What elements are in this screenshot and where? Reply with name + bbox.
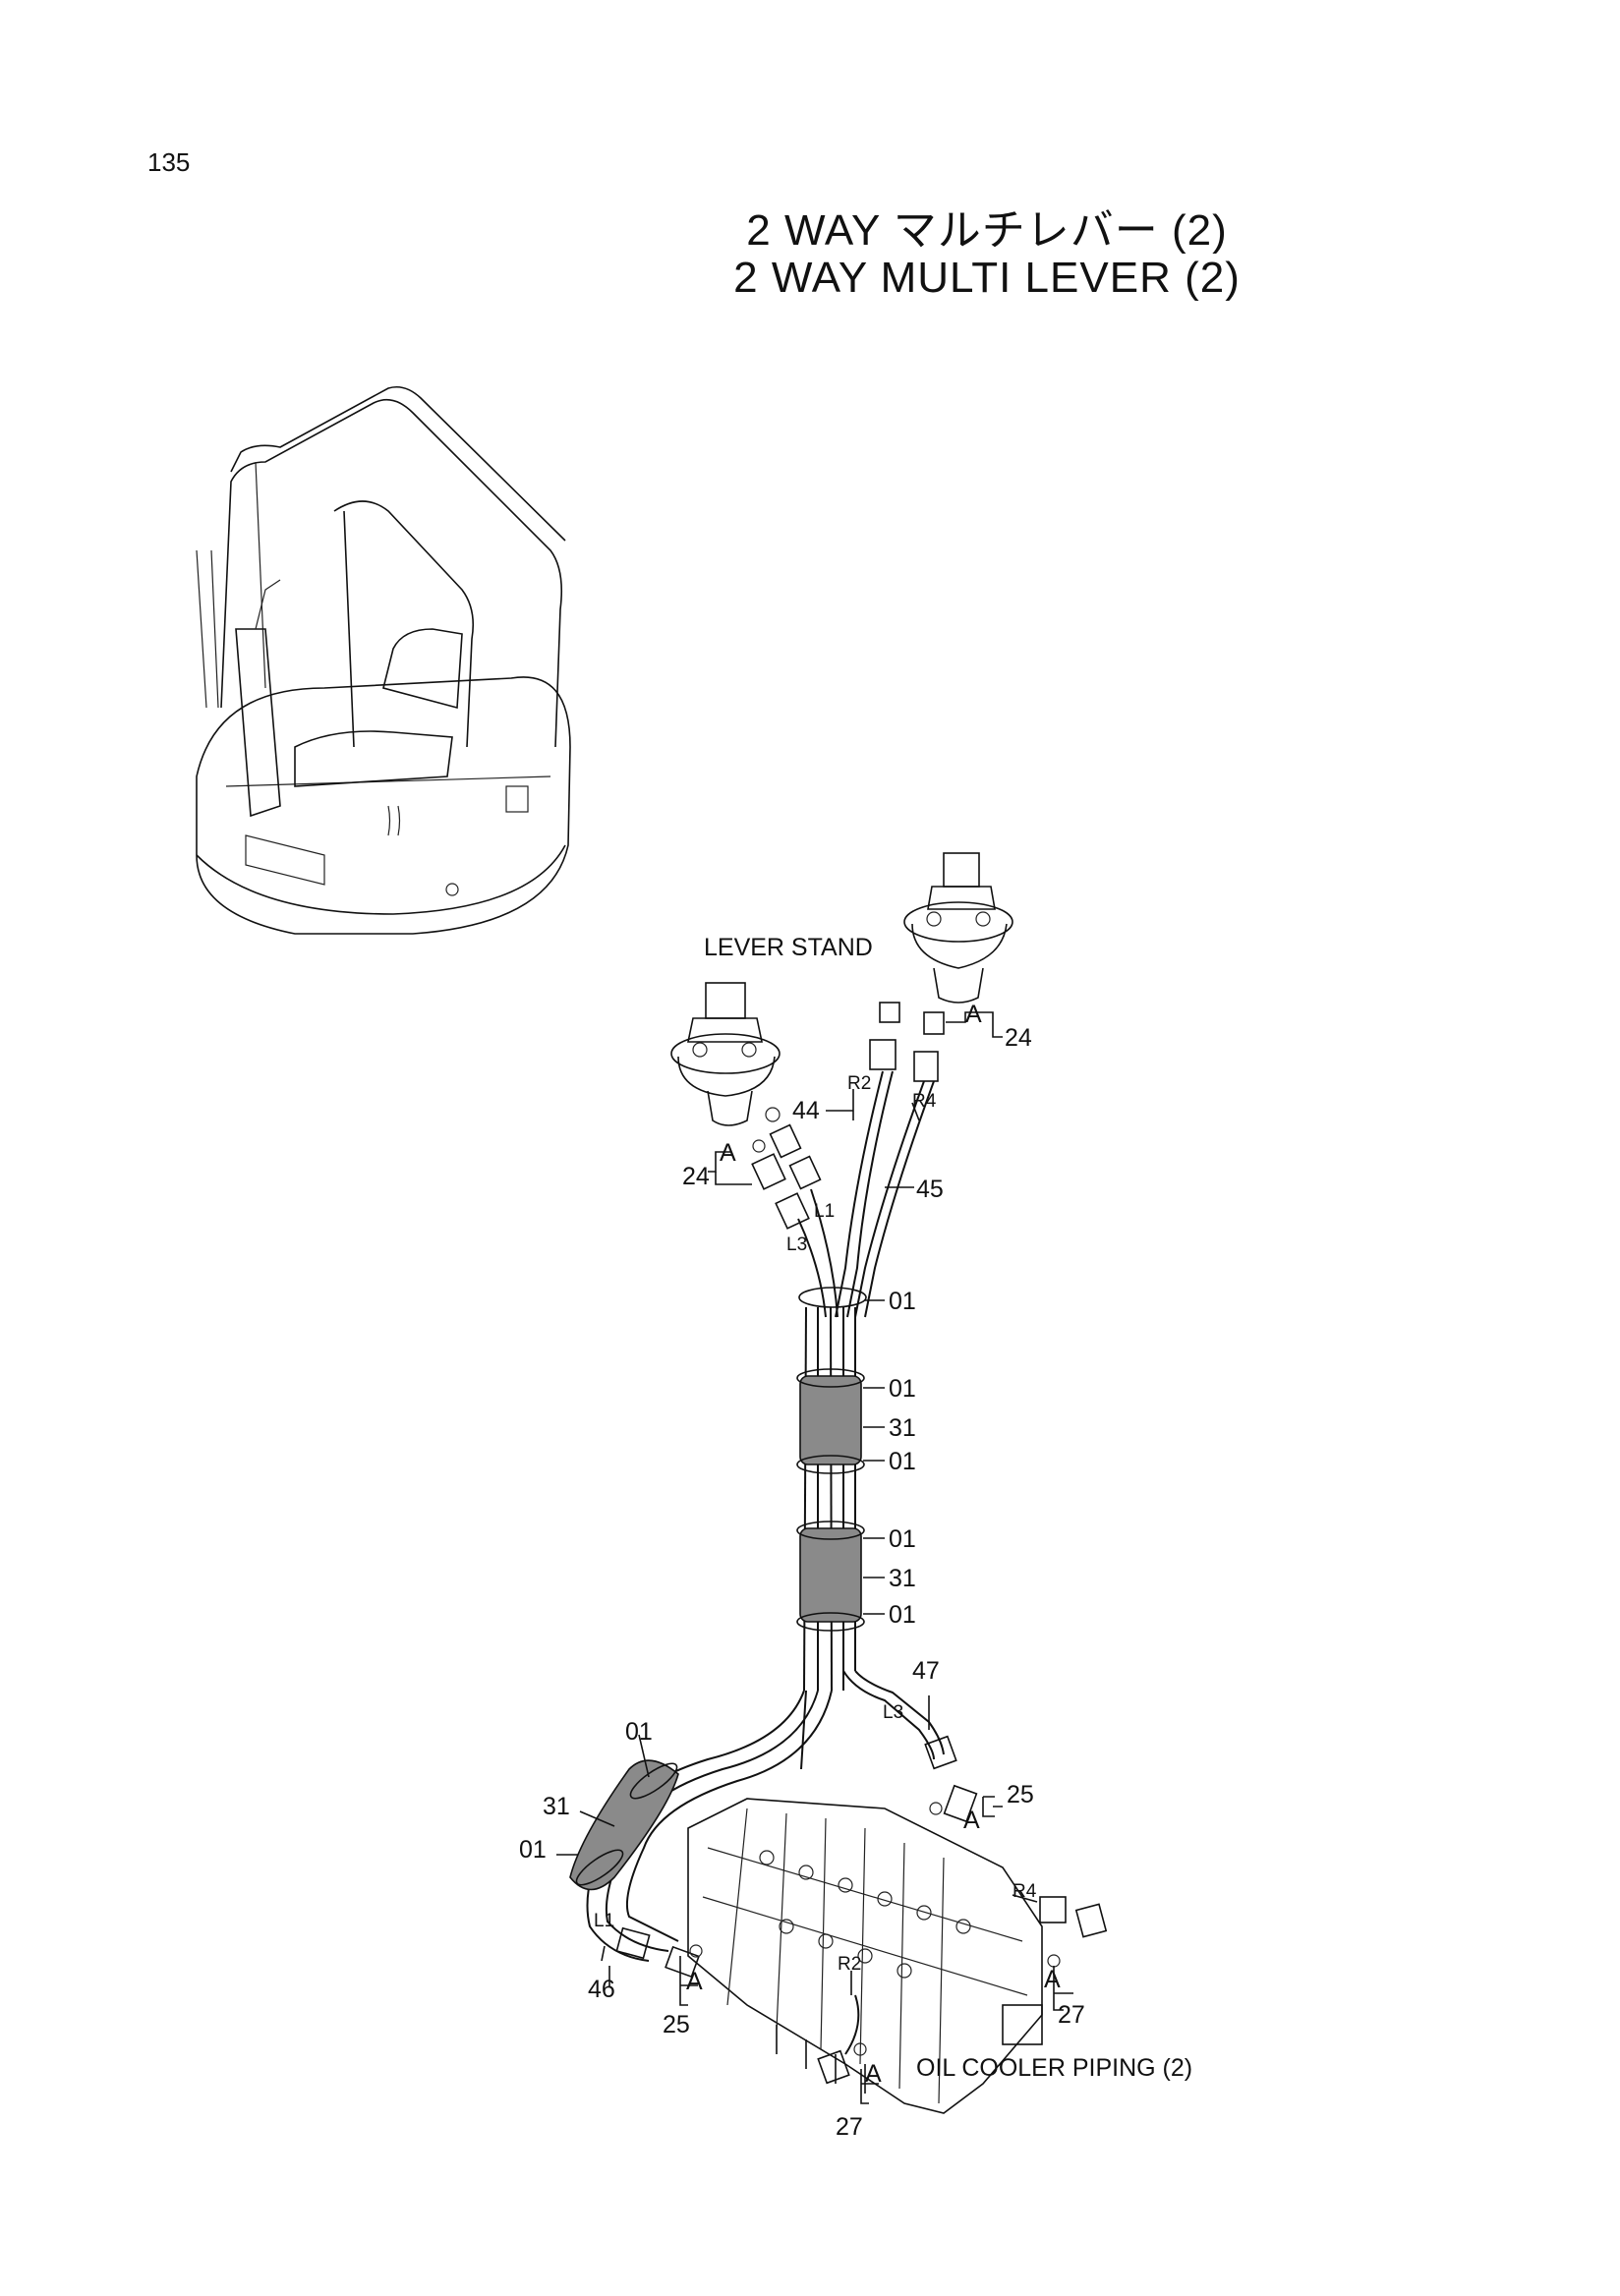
- port-l3-top: L3: [786, 1234, 807, 1255]
- label-connection-a: A: [963, 1807, 980, 1834]
- callout-01-upper-sleeve-top: 01: [889, 1375, 916, 1403]
- callout-leaders: [556, 1011, 1073, 2104]
- port-r2-bottom: R2: [838, 1954, 861, 1975]
- port-l1-bottom: L1: [594, 1911, 614, 1931]
- right-fittings: [869, 1002, 945, 1082]
- cab-overview-illustration: [196, 385, 571, 935]
- label-connection-a: A: [965, 1001, 982, 1028]
- title-english: 2 WAY MULTI LEVER (2): [733, 254, 1241, 302]
- callout-24-right: 24: [1005, 1024, 1032, 1052]
- port-r4-top: R4: [912, 1091, 937, 1112]
- callout-01-ring: 01: [889, 1288, 916, 1315]
- callout-01-bend-top: 01: [625, 1718, 653, 1746]
- callout-01-lower-sleeve-bottom: 01: [889, 1601, 916, 1629]
- callout-45: 45: [916, 1176, 944, 1203]
- port-r4-bottom: R4: [1012, 1881, 1037, 1902]
- label-oil-cooler-piping: OIL COOLER PIPING (2): [916, 2054, 1192, 2082]
- callout-46: 46: [588, 1976, 615, 2003]
- label-lever-stand: LEVER STAND: [704, 934, 873, 961]
- label-connection-a: A: [720, 1139, 736, 1167]
- callout-01-lower-sleeve-top: 01: [889, 1525, 916, 1553]
- callout-27-right: 27: [1058, 2001, 1085, 2029]
- port-l1-top: L1: [814, 1201, 835, 1222]
- callout-44: 44: [792, 1097, 820, 1124]
- callout-27-bottom: 27: [836, 2113, 863, 2141]
- label-connection-a: A: [686, 1968, 703, 1995]
- callout-31-lower-sleeve: 31: [889, 1565, 916, 1592]
- callout-01-bend-bottom: 01: [519, 1836, 547, 1864]
- label-connection-a: A: [865, 2060, 882, 2088]
- left-pilot-valve: [670, 982, 781, 1126]
- port-l3-bottom: L3: [883, 1702, 903, 1723]
- callout-25-right: 25: [1007, 1781, 1034, 1808]
- callout-31-bend: 31: [543, 1793, 570, 1820]
- callout-01-upper-sleeve-bottom: 01: [889, 1448, 916, 1475]
- right-pilot-valve: [903, 852, 1013, 1004]
- control-valve: [687, 1798, 1043, 2114]
- page-number: 135: [147, 147, 191, 177]
- callout-47: 47: [912, 1657, 940, 1685]
- hose-bundle: [569, 1070, 957, 1962]
- title-japanese: 2 WAY マルチレバー (2): [746, 206, 1228, 255]
- callout-24-left: 24: [682, 1163, 710, 1190]
- valve-fittings: [615, 1784, 1108, 2085]
- callout-25-left: 25: [663, 2011, 690, 2038]
- port-r2-top: R2: [847, 1073, 871, 1094]
- callout-31-upper-sleeve: 31: [889, 1414, 916, 1442]
- label-connection-a: A: [1044, 1966, 1061, 1993]
- left-fittings: [751, 1107, 822, 1230]
